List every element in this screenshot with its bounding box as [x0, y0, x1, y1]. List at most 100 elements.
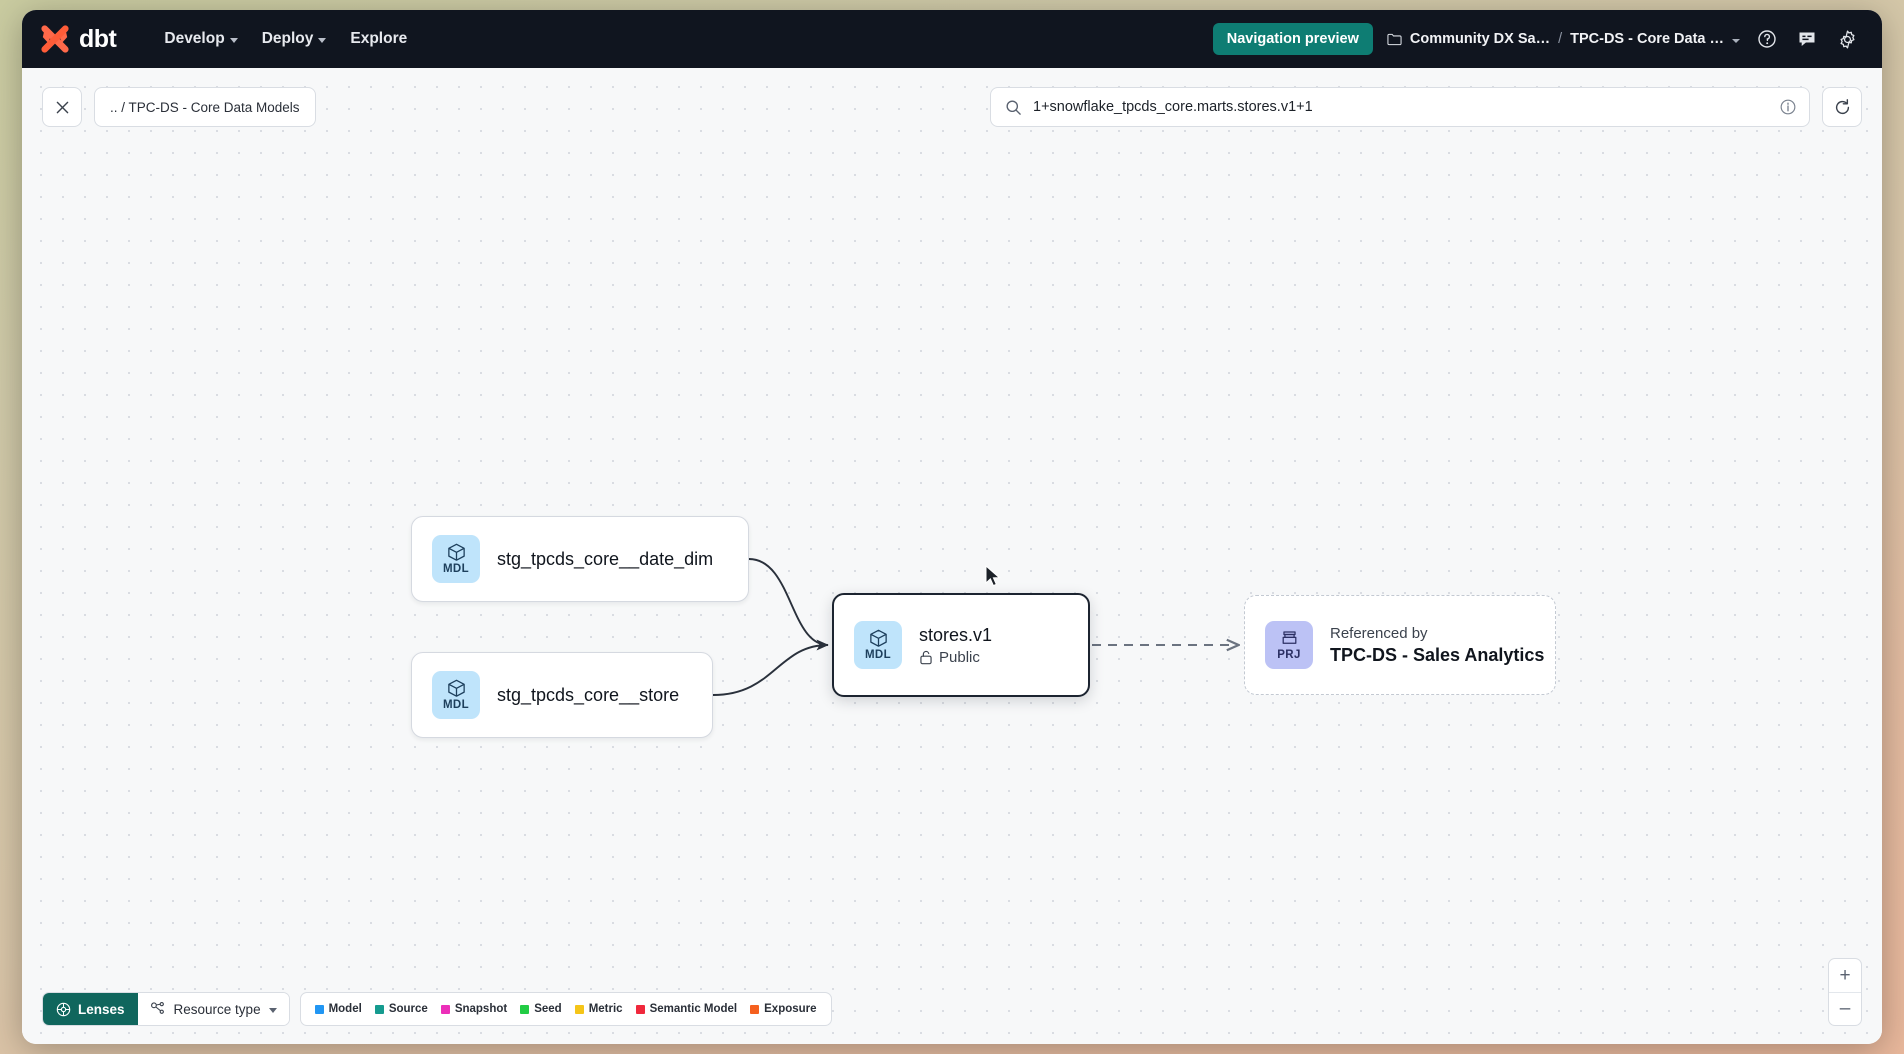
graph-node-stg-date-dim[interactable]: MDL stg_tpcds_core__date_dim [411, 516, 749, 602]
graph-node-stores-v1[interactable]: MDL stores.v1 Public [832, 593, 1090, 697]
legend-label: Metric [588, 1003, 623, 1015]
lineage-toolbar: .. / TPC-DS - Core Data Models [22, 84, 1882, 130]
legend-item-source: Source [374, 1003, 428, 1015]
nav-item-develop-label: Develop [164, 30, 225, 47]
resource-type-label: Resource type [173, 1001, 261, 1017]
edge-store-to-stores [712, 639, 829, 696]
breadcrumb-project[interactable]: TPC-DS - Core Data … [1570, 31, 1724, 47]
legend-item-semantic-model: Semantic Model [635, 1003, 738, 1015]
legend-swatch [574, 1004, 584, 1014]
node-type-badge-mdl: MDL [854, 621, 902, 669]
chevron-down-icon [318, 37, 327, 43]
resource-type-legend: Model Source Snapshot Seed Metric [299, 992, 832, 1026]
help-circle-icon [1758, 30, 1776, 48]
node-access-row: Public [919, 649, 992, 666]
lineage-search-field[interactable] [990, 87, 1810, 127]
chevron-down-icon [268, 1007, 277, 1013]
nav-item-explore-label: Explore [350, 30, 408, 47]
close-icon [56, 101, 68, 113]
legend-swatch [314, 1004, 324, 1014]
cube-icon [447, 543, 465, 562]
legend-swatch [440, 1004, 450, 1014]
chat-bubble-icon [1799, 32, 1815, 46]
node-type-badge-mdl: MDL [432, 671, 480, 719]
cube-icon [869, 629, 887, 648]
legend-item-metric: Metric [574, 1003, 623, 1015]
node-access-label: Public [939, 648, 980, 666]
legend-label: Source [388, 1003, 428, 1015]
node-type-badge-label: MDL [864, 649, 892, 662]
legend-swatch [750, 1004, 760, 1014]
help-icon[interactable] [1754, 26, 1780, 52]
node-body: stores.v1 Public [919, 625, 992, 666]
legend-label: Snapshot [454, 1003, 508, 1015]
graph-node-referenced-by-project[interactable]: PRJ Referenced by TPC-DS - Sales Analyti… [1244, 595, 1556, 695]
legend-item-model: Model [314, 1003, 362, 1015]
breadcrumb: Community DX Sa… / TPC-DS - Core Data … [1387, 31, 1740, 47]
brand-wordmark: dbt [79, 24, 117, 53]
cube-icon [447, 679, 465, 698]
legend-label: Semantic Model [649, 1003, 738, 1015]
node-title: stg_tpcds_core__store [497, 684, 680, 705]
lineage-bottom-bar: Lenses Resource type Model [42, 992, 832, 1026]
legend-label: Seed [534, 1003, 562, 1015]
node-title: stores.v1 [919, 624, 993, 645]
lenses-button[interactable]: Lenses [43, 993, 138, 1025]
legend-label: Model [328, 1003, 362, 1015]
legend-label: Exposure [764, 1003, 817, 1015]
lenses-button-label: Lenses [78, 1001, 125, 1017]
nav-item-develop[interactable]: Develop [152, 24, 249, 54]
info-icon[interactable] [1779, 98, 1797, 116]
lens-icon [56, 1002, 71, 1016]
node-type-badge-mdl: MDL [432, 535, 480, 583]
topbar-right-group: Navigation preview Community DX Sa… / TP… [1212, 23, 1860, 55]
feedback-icon[interactable] [1794, 26, 1820, 52]
close-graph-button[interactable] [42, 87, 82, 127]
navigation-preview-button[interactable]: Navigation preview [1212, 23, 1373, 55]
dbt-logo[interactable]: dbt [40, 24, 117, 54]
nav-item-deploy[interactable]: Deploy [250, 24, 339, 54]
top-navigation-bar: dbt Develop Deploy Explore Navigation pr… [22, 10, 1882, 68]
node-kicker: Referenced by [1330, 624, 1428, 642]
gear-icon[interactable] [1834, 26, 1860, 52]
lens-button-group: Lenses Resource type [42, 992, 290, 1026]
resource-type-filter-button[interactable]: Resource type [137, 993, 289, 1025]
node-body: Referenced by TPC-DS - Sales Analytics [1330, 624, 1545, 666]
zoom-out-button[interactable]: – [1829, 992, 1861, 1025]
dbt-x-icon [41, 25, 69, 53]
legend-swatch [520, 1004, 530, 1014]
folder-icon [1387, 33, 1402, 45]
search-input[interactable] [1033, 99, 1768, 115]
refresh-button[interactable] [1822, 87, 1862, 127]
node-type-badge-label: MDL [442, 699, 470, 712]
legend-item-seed: Seed [520, 1003, 562, 1015]
graph-breadcrumb-button[interactable]: .. / TPC-DS - Core Data Models [94, 87, 316, 127]
node-title: stg_tpcds_core__date_dim [497, 548, 714, 569]
project-stack-icon [1282, 631, 1296, 645]
lineage-canvas[interactable]: .. / TPC-DS - Core Data Models [22, 68, 1882, 1044]
graph-node-stg-store[interactable]: MDL stg_tpcds_core__store [411, 652, 713, 738]
zoom-in-button[interactable]: + [1839, 964, 1851, 986]
node-type-badge-prj: PRJ [1265, 621, 1313, 669]
nav-item-deploy-label: Deploy [261, 30, 314, 47]
edge-date-dim-to-stores [748, 558, 829, 651]
graph-edges [712, 558, 1882, 696]
breadcrumb-separator: / [1558, 31, 1563, 47]
node-title: TPC-DS - Sales Analytics [1330, 644, 1545, 665]
nodes-icon [150, 1001, 164, 1014]
search-icon [1006, 99, 1021, 115]
node-type-badge-label: MDL [442, 563, 470, 576]
chevron-down-icon [229, 37, 238, 43]
node-body: stg_tpcds_core__store [497, 685, 679, 706]
nav-item-explore[interactable]: Explore [338, 24, 419, 54]
node-body: stg_tpcds_core__date_dim [497, 549, 713, 570]
settings-gear-icon [1839, 29, 1855, 49]
node-type-badge-label: PRJ [1277, 649, 1301, 662]
chevron-down-icon[interactable] [1732, 38, 1740, 43]
breadcrumb-account[interactable]: Community DX Sa… [1409, 31, 1551, 47]
legend-item-exposure: Exposure [750, 1003, 817, 1015]
search-group [990, 87, 1862, 127]
refresh-icon [1835, 98, 1849, 114]
unlock-icon [920, 650, 932, 664]
legend-swatch [374, 1004, 384, 1014]
